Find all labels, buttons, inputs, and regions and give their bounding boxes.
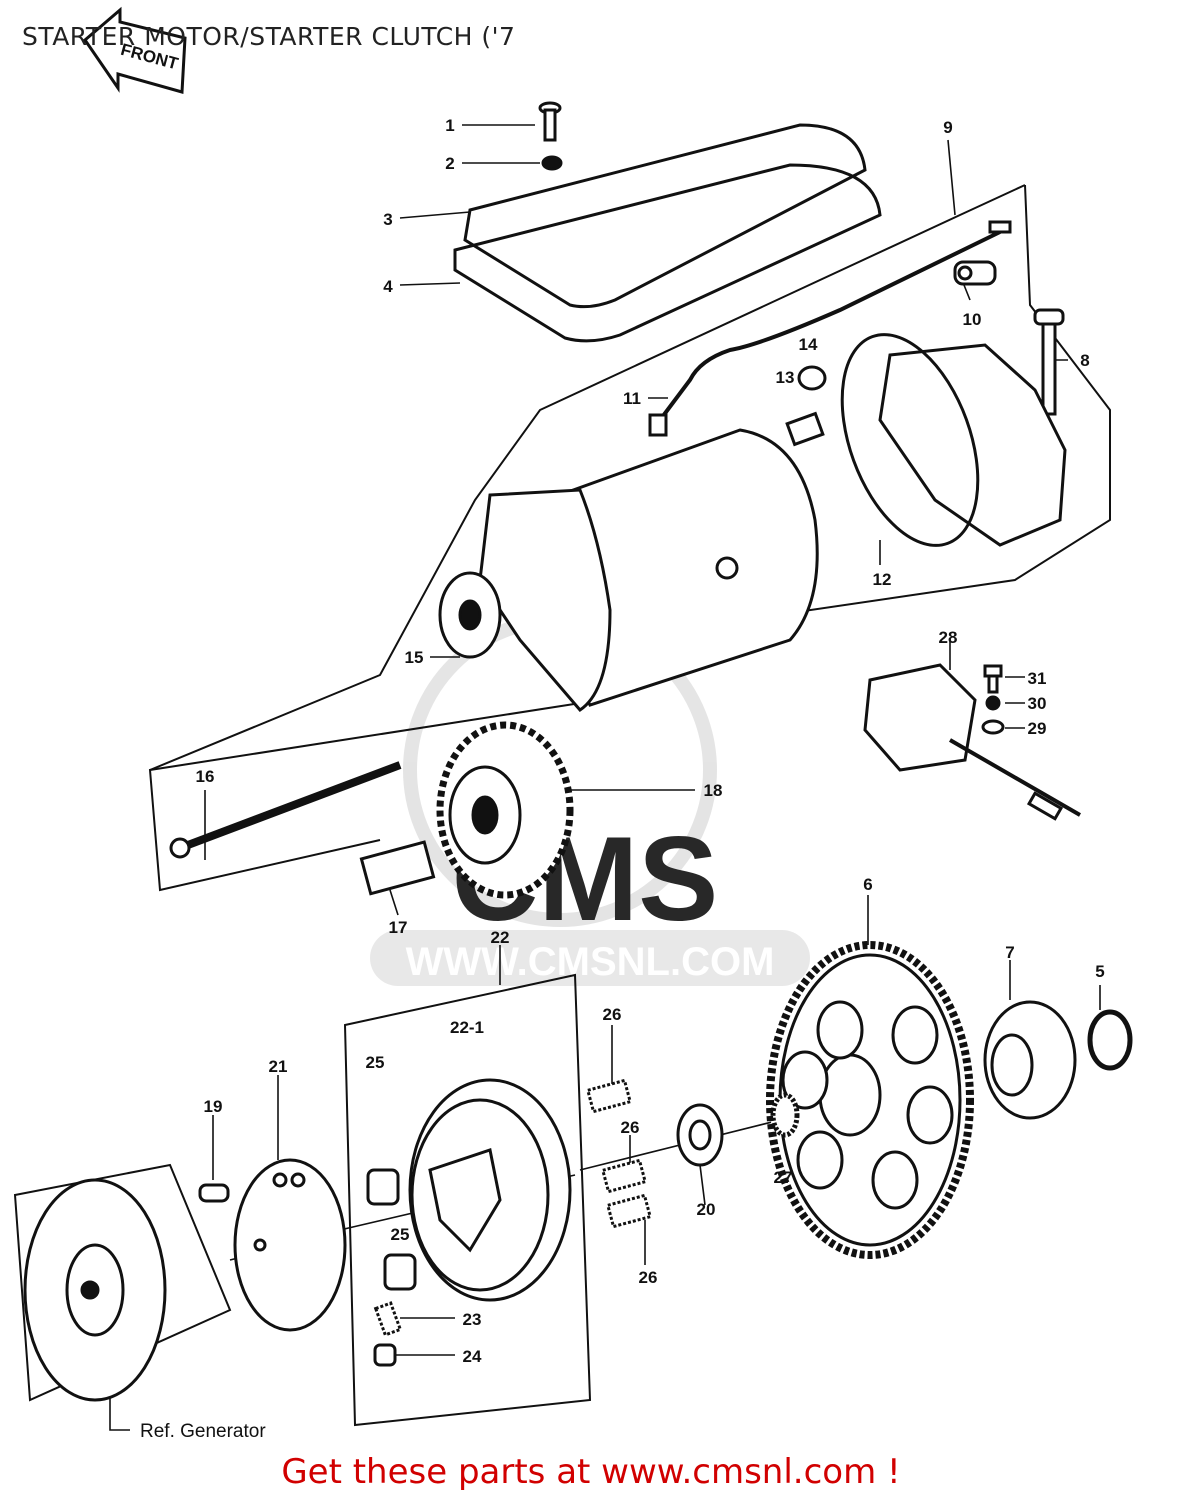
callout-24: 24 [463, 1347, 482, 1366]
callout-22-1: 22-1 [450, 1018, 484, 1037]
callout-9: 9 [943, 118, 952, 137]
callout-5: 5 [1095, 962, 1104, 981]
callout-1: 1 [445, 116, 454, 135]
callout-8: 8 [1080, 351, 1089, 370]
callout-11: 11 [623, 389, 641, 408]
screw-icon [538, 101, 562, 142]
callout-17: 17 [389, 918, 408, 937]
callout-29: 29 [1028, 719, 1047, 738]
collar-icon [359, 840, 436, 896]
circlip-icon [1087, 1009, 1133, 1071]
motor-flange-icon [478, 488, 612, 712]
callout-26-c: 26 [639, 1268, 658, 1287]
generator-rotor-icon [23, 1178, 167, 1402]
bolt-icon [605, 1193, 653, 1229]
spring-cap-icon [373, 1343, 397, 1367]
callout-10: 10 [963, 310, 982, 329]
callout-6: 6 [863, 875, 872, 894]
shaft-icon [169, 761, 402, 859]
gasket-icon [453, 163, 882, 343]
dowel-pin-icon [198, 1183, 230, 1203]
callout-18: 18 [704, 781, 723, 800]
idle-gear-icon [436, 721, 574, 899]
watermark: CMS WWW.CMSNL.COM [370, 613, 810, 986]
callout-20: 20 [697, 1200, 716, 1219]
terminal-icon [648, 413, 668, 437]
callout-16: 16 [196, 767, 215, 786]
page-title: STARTER MOTOR/STARTER CLUTCH ('7 [22, 22, 516, 51]
callout-28: 28 [939, 628, 958, 647]
footer-link[interactable]: Get these parts at www.cmsnl.com ! [281, 1452, 901, 1492]
clutch-assembly-box [343, 973, 592, 1427]
callout-26-a: 26 [603, 1005, 622, 1024]
starter-clutch-icon [408, 1078, 572, 1302]
leader-lines [109, 124, 1101, 1431]
screw-icon [715, 556, 739, 580]
spring-icon [373, 1301, 403, 1337]
callout-3: 3 [383, 210, 392, 229]
generator-box [13, 1163, 232, 1402]
starter-relay-icon [863, 663, 1081, 821]
callout-19: 19 [204, 1097, 223, 1116]
callout-13: 13 [776, 368, 795, 387]
callout-12: 12 [873, 570, 892, 589]
callout-15: 15 [405, 648, 424, 667]
roller-icon [366, 1168, 400, 1206]
group-outlines [13, 184, 1111, 1427]
washer-icon [981, 719, 1005, 735]
washer-icon [541, 155, 563, 171]
plate-icon [233, 1158, 347, 1332]
callout-labels: 1 2 3 4 5 6 7 8 9 10 11 12 13 14 15 16 1… [140, 116, 1105, 1442]
watermark-url: WWW.CMSNL.COM [406, 940, 775, 984]
roller-icon [383, 1253, 417, 1291]
nut-icon [985, 695, 1001, 711]
grommet-icon [953, 260, 997, 286]
callout-2: 2 [445, 154, 454, 173]
callout-4: 4 [383, 277, 393, 296]
reference-note: Ref. Generator [140, 1421, 266, 1442]
o-ring-icon [840, 333, 980, 547]
callout-14: 14 [799, 335, 818, 354]
callout-25-b: 25 [391, 1225, 410, 1244]
callout-7: 7 [1005, 943, 1014, 962]
callout-26-b: 26 [621, 1118, 640, 1137]
terminal-icon [988, 220, 1012, 234]
callout-23: 23 [463, 1310, 482, 1329]
bolt-icon [983, 664, 1003, 694]
callout-27: 27 [774, 1168, 793, 1187]
bolt-icon [600, 1158, 648, 1194]
callout-21: 21 [269, 1057, 288, 1076]
bolt-icon [1033, 308, 1065, 416]
ring-gear-icon [766, 941, 974, 1259]
spacer-icon [983, 1000, 1077, 1120]
callout-30: 30 [1028, 694, 1047, 713]
brush-spring-icon [797, 365, 827, 391]
front-arrow-icon: FRONT [83, 6, 187, 94]
lead-wire-icon [658, 230, 1001, 422]
callout-22: 22 [491, 928, 510, 947]
brush-icon [785, 411, 825, 447]
washer-icon [676, 1103, 724, 1167]
needle-bearing-icon [770, 1092, 800, 1138]
cover-icon [463, 123, 867, 309]
bolt-icon [585, 1078, 633, 1114]
parts [23, 101, 1133, 1402]
callout-25-a: 25 [366, 1053, 385, 1072]
callout-31: 31 [1028, 669, 1047, 688]
